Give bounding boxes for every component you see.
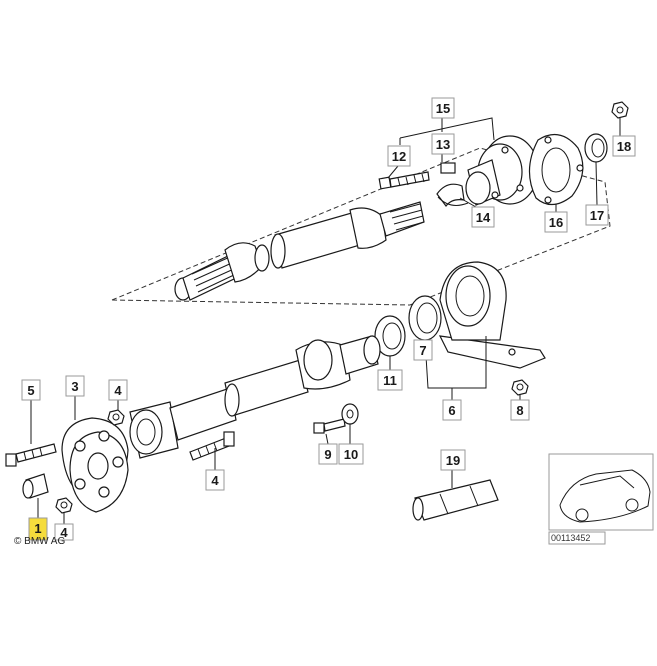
flex-disc-2 <box>61 417 129 513</box>
bolt-5 <box>5 443 57 467</box>
callout-7: 7 <box>413 339 433 361</box>
callout-18: 18 <box>612 135 636 157</box>
copyright-text: © BMW AG <box>14 536 65 547</box>
lower-drive-shaft <box>129 335 381 459</box>
svg-text:8: 8 <box>516 403 523 418</box>
washer-10 <box>341 403 359 425</box>
plate-16 <box>528 133 584 206</box>
bolt-12 <box>378 171 430 190</box>
svg-text:10: 10 <box>344 447 358 462</box>
svg-text:17: 17 <box>590 208 604 223</box>
callout-15: 15 <box>431 97 455 119</box>
svg-text:12: 12 <box>392 149 406 164</box>
upper-shaft-assembly <box>174 201 425 301</box>
svg-text:11: 11 <box>383 373 397 388</box>
svg-text:15: 15 <box>436 101 450 116</box>
callout-13: 13 <box>431 133 455 155</box>
nut-8 <box>511 379 529 396</box>
flange-joint-15 <box>465 135 539 206</box>
svg-text:18: 18 <box>617 139 631 154</box>
svg-text:6: 6 <box>448 403 455 418</box>
callout-1-highlighted: 1 <box>28 517 48 541</box>
svg-text:1: 1 <box>34 521 41 536</box>
nut-4-lower <box>55 497 73 514</box>
callout-8: 8 <box>510 399 530 421</box>
grease-tube-19 <box>412 479 499 521</box>
svg-text:4: 4 <box>211 473 219 488</box>
reference-code: 00113452 <box>551 533 590 543</box>
vehicle-reference-box: 00113452 <box>548 453 654 545</box>
svg-text:13: 13 <box>436 137 450 152</box>
center-bearing-6 <box>438 261 546 369</box>
svg-text:19: 19 <box>446 453 460 468</box>
svg-text:16: 16 <box>549 215 563 230</box>
callout-16: 16 <box>544 211 568 233</box>
svg-text:9: 9 <box>324 447 331 462</box>
callout-6: 6 <box>442 399 462 421</box>
callout-14: 14 <box>471 206 495 228</box>
callout-17: 17 <box>585 204 609 226</box>
bolt-9 <box>313 418 346 434</box>
svg-text:4: 4 <box>60 525 68 540</box>
callout-2: 3 <box>65 375 85 397</box>
bearing-7 <box>408 295 442 341</box>
callout-4-upper: 4 <box>108 379 128 401</box>
callout-19: 19 <box>440 449 466 471</box>
callout-4-lower: 4 <box>54 523 74 541</box>
callout-5: 5 <box>21 379 41 401</box>
bolt-3 <box>189 431 235 461</box>
svg-text:5: 5 <box>27 383 34 398</box>
callout-9: 9 <box>318 443 338 465</box>
svg-text:4: 4 <box>114 383 122 398</box>
svg-text:3: 3 <box>71 379 78 394</box>
bushing-1 <box>22 473 49 499</box>
leader-lines <box>30 117 621 524</box>
callout-10: 10 <box>338 443 364 465</box>
svg-text:14: 14 <box>476 210 491 225</box>
callout-12: 12 <box>387 145 411 167</box>
nut-18 <box>611 101 629 119</box>
svg-text:7: 7 <box>419 343 426 358</box>
callout-11: 11 <box>377 369 403 391</box>
ring-17 <box>584 133 608 163</box>
callout-3: 4 <box>205 469 225 491</box>
